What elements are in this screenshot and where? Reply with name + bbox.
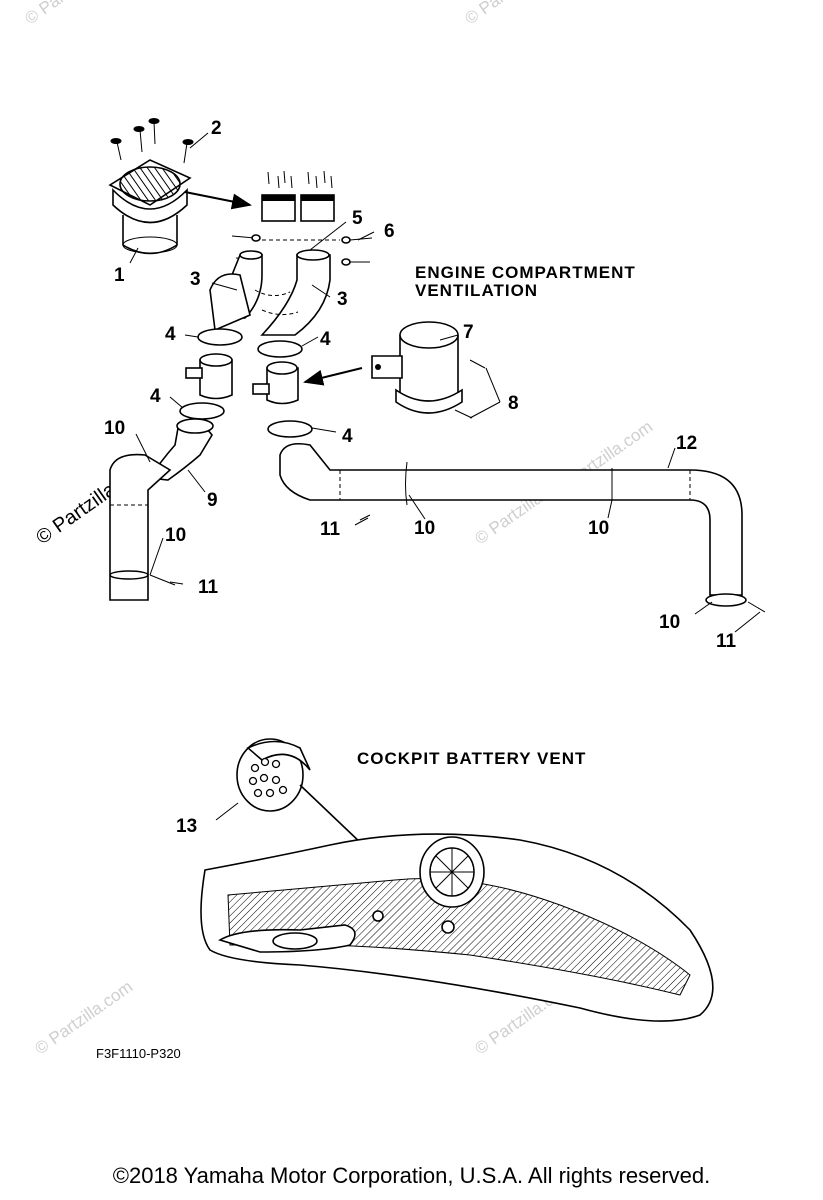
grille-caps <box>261 170 335 222</box>
callout-10: 10 <box>414 518 435 539</box>
callout-13: 13 <box>176 816 197 837</box>
callout-7: 7 <box>463 322 474 343</box>
callout-6: 6 <box>384 221 395 242</box>
screws-part-2 <box>110 118 194 164</box>
watermark-text: © Partzilla.com <box>21 0 126 28</box>
hose-connectors <box>185 353 299 405</box>
callout-2: 2 <box>211 118 222 139</box>
callout-11: 11 <box>320 519 341 540</box>
callout-10: 10 <box>588 518 609 539</box>
callout-11: 11 <box>716 631 737 652</box>
vent-housing-part-7 <box>371 321 463 414</box>
vent-part-1 <box>108 159 192 255</box>
figure-code: F3F1110-P320 <box>96 1046 181 1061</box>
cockpit-body <box>200 833 714 1022</box>
elbow-part-9 <box>148 418 214 481</box>
callout-4: 4 <box>320 329 331 350</box>
callout-4: 4 <box>342 426 353 447</box>
callout-5: 5 <box>352 208 363 229</box>
copyright-notice: ©2018 Yamaha Motor Corporation, U.S.A. A… <box>112 1163 711 1188</box>
callout-1: 1 <box>114 265 125 286</box>
left-duct-part-10 <box>109 453 176 601</box>
callout-11: 11 <box>198 577 219 598</box>
callout-3: 3 <box>190 269 201 290</box>
callout-10: 10 <box>659 612 680 633</box>
leader-lines <box>129 132 761 821</box>
callout-9: 9 <box>207 490 218 511</box>
reference-arrow <box>184 191 252 210</box>
callout-labels: 1 2 3 3 4 4 4 4 5 6 7 8 9 10 10 10 10 10… <box>104 118 737 837</box>
right-duct-part-12 <box>279 442 766 613</box>
engine-section-title-line2: VENTILATION <box>415 281 538 300</box>
battery-section-title: COCKPIT BATTERY VENT <box>357 749 586 768</box>
hose-clamps <box>179 328 313 438</box>
elbow-part-3 <box>209 249 331 336</box>
screws-part-8 <box>454 359 486 419</box>
callout-10: 10 <box>104 418 125 439</box>
callout-8: 8 <box>508 393 519 414</box>
engine-section-title-line1: ENGINE COMPARTMENT <box>415 263 636 282</box>
watermark-text: © Partzilla.com <box>461 0 566 28</box>
callout-3: 3 <box>337 289 348 310</box>
callout-4: 4 <box>150 386 161 407</box>
reference-arrow <box>303 367 363 386</box>
callout-12: 12 <box>676 433 697 454</box>
callout-4: 4 <box>165 324 176 345</box>
callout-10: 10 <box>165 525 186 546</box>
